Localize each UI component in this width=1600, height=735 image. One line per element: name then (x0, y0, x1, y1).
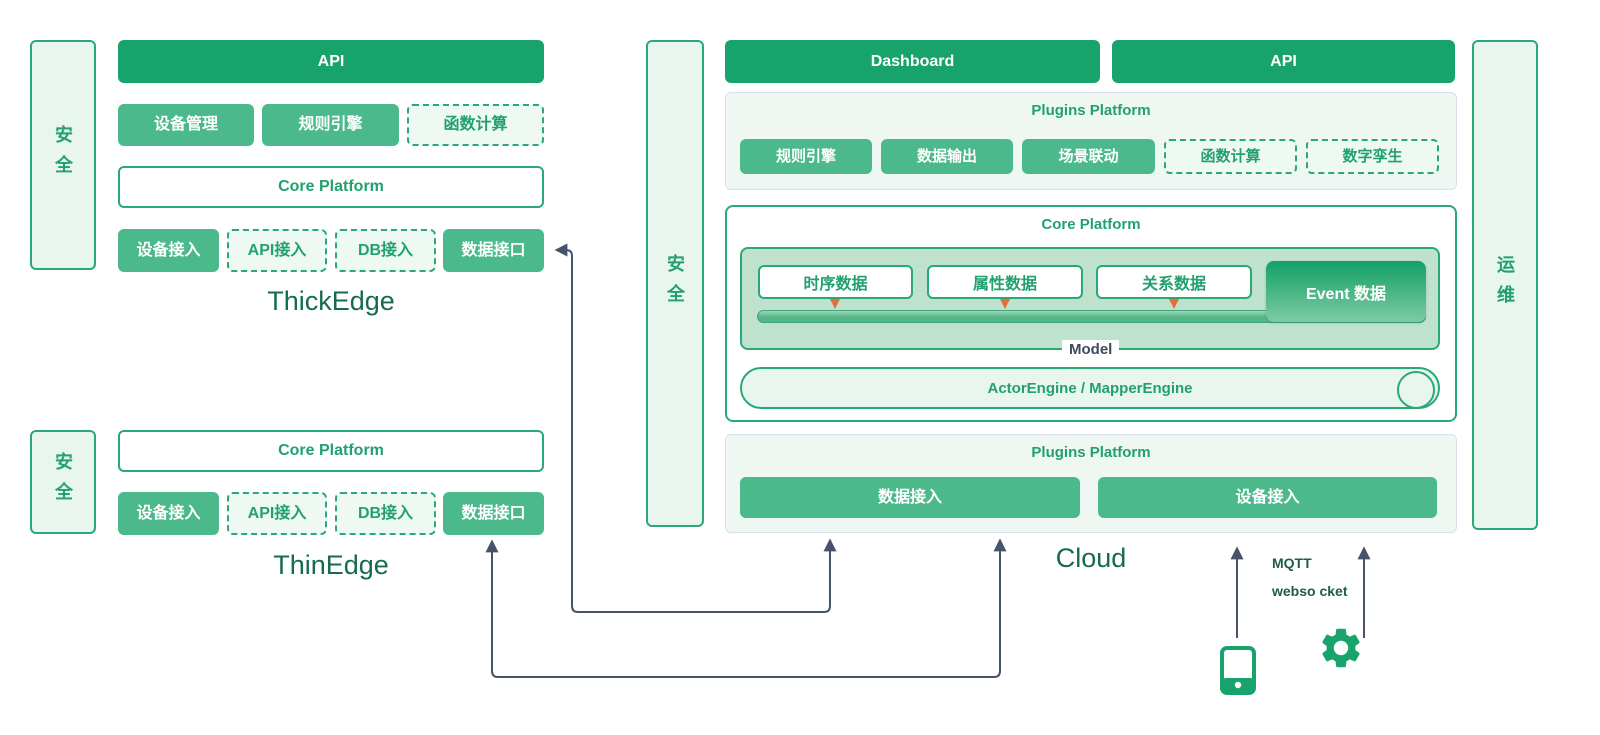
cloud-plugins-bottom-title: Plugins Platform (1031, 444, 1151, 461)
cloud-device-access-box: 设备接入 (1098, 477, 1437, 518)
actor-mapper-engine-label: ActorEngine / MapperEngine (987, 379, 1193, 397)
cloud-api-box: API (1112, 40, 1455, 83)
cloud-title: Cloud (1055, 543, 1127, 573)
phone-icon (1220, 646, 1256, 695)
cloud-data-output-box: 数据输出 (881, 139, 1013, 174)
thinedge-api-access-box: API接入 (227, 492, 327, 535)
websocket-label: webso cket (1272, 583, 1348, 599)
cloud-ops-bar: 运维 (1472, 40, 1538, 530)
cloud-data-access-box: 数据接入 (740, 477, 1080, 518)
thickedge-api-access-box: API接入 (227, 229, 327, 272)
thickedge-api-box: API (118, 40, 544, 83)
thinedge-security-bar: 安全 (30, 430, 96, 534)
cloud-security-bar: 安全 (646, 40, 704, 527)
thickedge-device-access-box: 设备接入 (118, 229, 219, 272)
thickedge-rule-engine-box: 规则引擎 (262, 104, 399, 146)
cloud-rule-engine-box: 规则引擎 (740, 139, 872, 174)
actor-mapper-engine-pill: ActorEngine / MapperEngine (740, 367, 1440, 409)
cloud-dashboard-box: Dashboard (725, 40, 1100, 83)
thickedge-title: ThickEdge (267, 286, 395, 316)
thickedge-core-platform-box: Core Platform (118, 166, 544, 208)
attribute-data-box: 属性数据 (927, 265, 1083, 299)
mqtt-label: MQTT (1272, 555, 1312, 571)
cloud-core-platform-title: Core Platform (1041, 216, 1141, 233)
timeseries-data-box: 时序数据 (758, 265, 913, 299)
event-data-box: Event 数据 (1266, 261, 1426, 322)
cloud-function-compute-box: 函数计算 (1164, 139, 1297, 174)
model-label: Model (1062, 340, 1120, 360)
thickedge-security-label: 安全 (53, 125, 73, 185)
thickedge-function-compute-box: 函数计算 (407, 104, 544, 146)
thinedge-core-platform-box: Core Platform (118, 430, 544, 472)
cloud-digital-twin-box: 数字孪生 (1306, 139, 1439, 174)
cloud-security-label: 安全 (665, 253, 685, 314)
gear-icon (1322, 628, 1360, 668)
thickedge-data-interface-box: 数据接口 (443, 229, 544, 272)
thinedge-title: ThinEdge (273, 550, 389, 580)
cloud-plugins-top-title: Plugins Platform (1031, 102, 1151, 119)
thickedge-device-mgmt-box: 设备管理 (118, 104, 254, 146)
relation-data-box: 关系数据 (1096, 265, 1252, 299)
thinedge-security-label: 安全 (53, 452, 73, 512)
thickedge-security-bar: 安全 (30, 40, 96, 270)
engine-cylinder-cap (1397, 371, 1435, 409)
thinedge-data-interface-box: 数据接口 (443, 492, 544, 535)
thinedge-device-access-box: 设备接入 (118, 492, 219, 535)
thinedge-db-access-box: DB接入 (335, 492, 436, 535)
cloud-scene-linkage-box: 场景联动 (1022, 139, 1155, 174)
cloud-ops-label: 运维 (1495, 255, 1515, 315)
thickedge-db-access-box: DB接入 (335, 229, 436, 272)
